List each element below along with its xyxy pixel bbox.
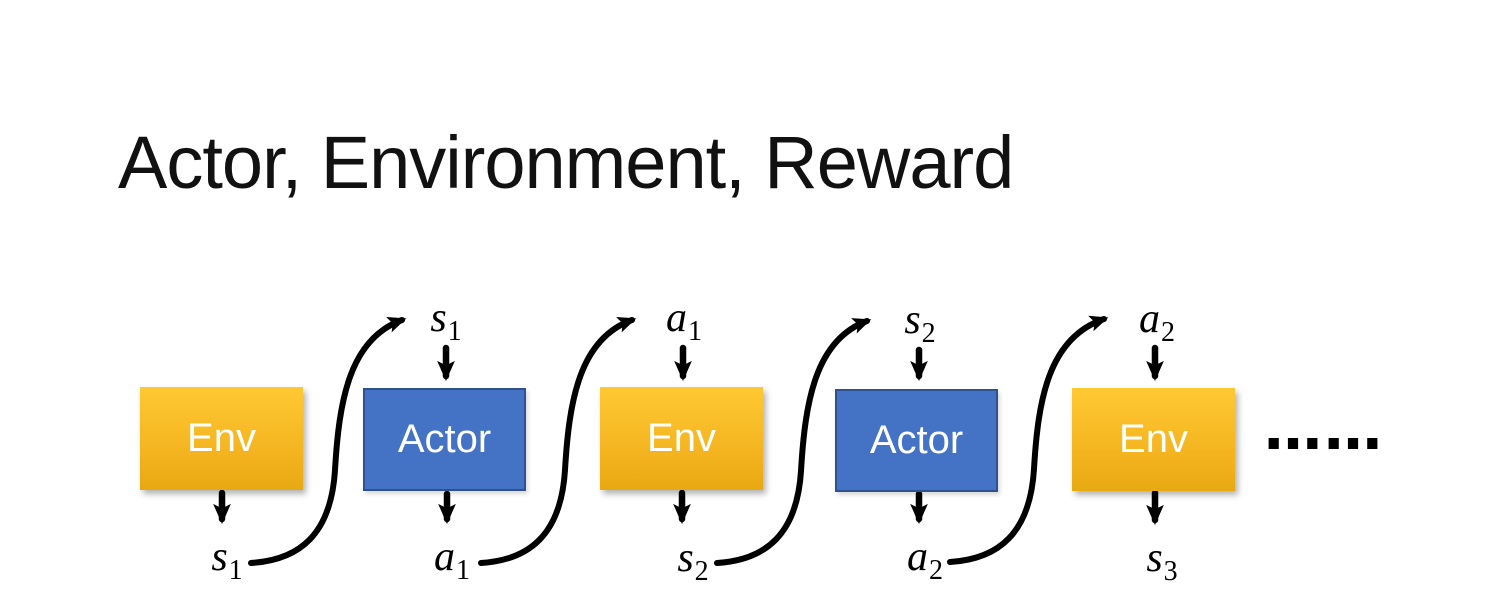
- label-s1-bottom-sub: 1: [228, 555, 243, 586]
- label-s2-top-sub: 2: [921, 318, 936, 349]
- actor-box-2: Actor: [835, 389, 998, 492]
- label-s1-bottom-base: s: [211, 534, 228, 580]
- label-s2-bottom: s2: [677, 537, 708, 586]
- label-s2-top: s2: [904, 299, 935, 348]
- actor-box-2-label: Actor: [869, 418, 964, 462]
- label-s1-top: s1: [430, 297, 461, 346]
- label-s1-top-base: s: [430, 295, 447, 341]
- label-s1-top-sub: 1: [447, 316, 462, 347]
- label-a1-bottom-base: a: [434, 534, 455, 580]
- label-a2-bottom: a2: [907, 536, 943, 585]
- label-a1-top: a1: [666, 297, 702, 346]
- label-a1-top-base: a: [666, 295, 687, 341]
- label-s2-bottom-sub: 2: [694, 556, 709, 587]
- label-a2-top: a2: [1139, 298, 1175, 347]
- label-a2-bottom-base: a: [907, 534, 928, 580]
- env-box-3-label: Env: [1119, 417, 1188, 461]
- label-a2-top-base: a: [1139, 296, 1160, 342]
- label-a1-top-sub: 1: [688, 316, 702, 347]
- actor-box-1: Actor: [363, 388, 526, 491]
- curve-s2-bottom-to-top-icon: [714, 318, 872, 566]
- env-box-2: Env: [600, 387, 763, 490]
- label-s2-top-base: s: [904, 297, 921, 343]
- env-box-3: Env: [1072, 388, 1235, 491]
- label-s3-bottom-sub: 3: [1163, 556, 1178, 587]
- label-a1-bottom: a1: [434, 536, 470, 585]
- slide-title: Actor, Environment, Reward: [118, 121, 1014, 204]
- label-s1-bottom: s1: [211, 536, 242, 585]
- label-s3-bottom-base: s: [1146, 535, 1163, 581]
- curve-s1-bottom-to-top-icon: [248, 317, 407, 566]
- env-box-1-label: Env: [187, 416, 256, 460]
- label-a1-bottom-sub: 1: [456, 555, 470, 586]
- label-a2-bottom-sub: 2: [929, 555, 943, 586]
- env-box-1: Env: [140, 387, 303, 490]
- label-s3-bottom: s3: [1146, 537, 1177, 586]
- label-s2-bottom-base: s: [677, 535, 694, 581]
- actor-box-1-label: Actor: [397, 417, 492, 461]
- continuation-dots: ……: [1264, 395, 1384, 463]
- curve-a2-bottom-to-top-icon: [947, 315, 1109, 565]
- label-a2-top-sub: 2: [1161, 317, 1175, 348]
- curve-a1-bottom-to-top-icon: [478, 317, 637, 566]
- env-box-2-label: Env: [647, 416, 716, 460]
